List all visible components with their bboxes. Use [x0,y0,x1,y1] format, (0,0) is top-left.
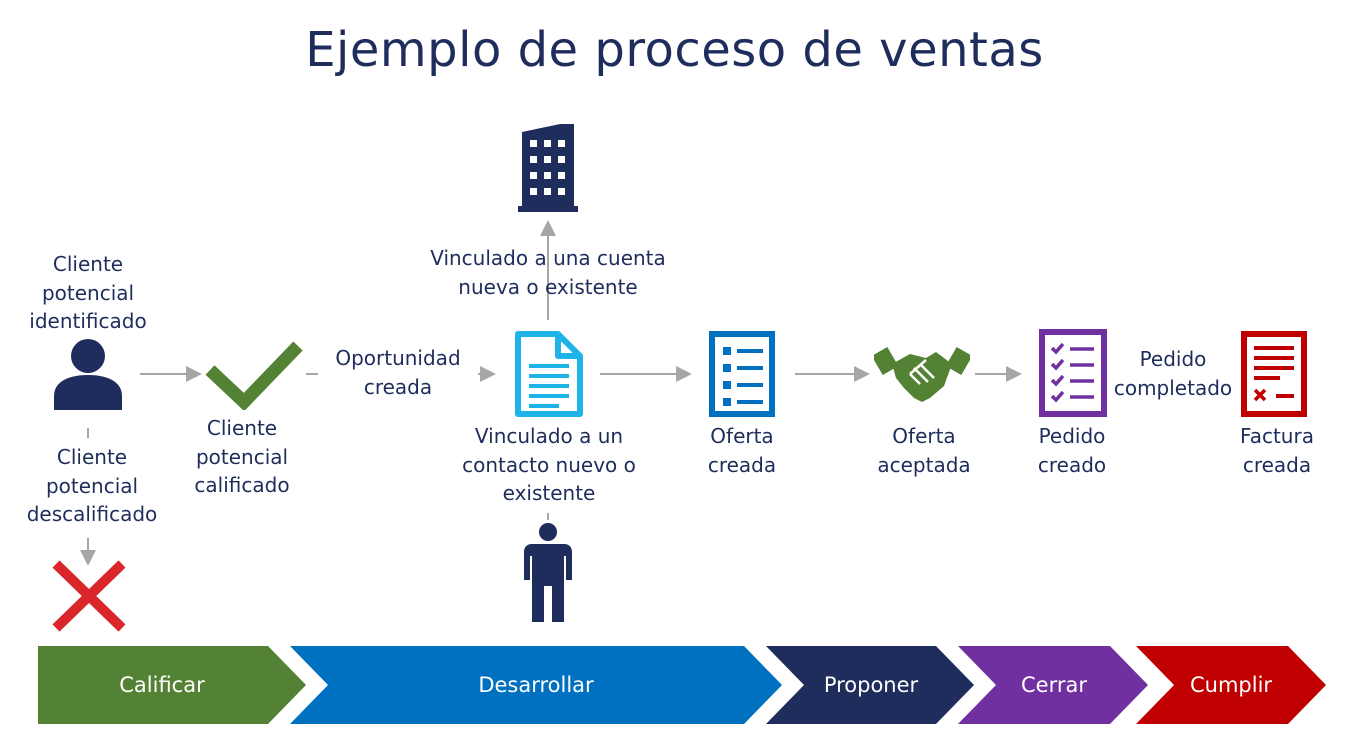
stage-label: Cumplir [1189,673,1273,697]
stage-shape [1136,646,1326,724]
invoice-icon [1241,331,1307,417]
building-icon [518,124,578,212]
order-checklist-icon [1039,329,1107,417]
stage-label: Cerrar [1021,673,1087,697]
stage-proponer: Proponer [766,646,974,724]
handshake-icon [874,346,970,402]
contact-person-icon [524,523,572,622]
quote-list-icon [709,331,775,417]
stage-cerrar: Cerrar [958,646,1148,724]
stage-label: Desarrollar [478,673,594,697]
checkmark-icon [205,341,303,410]
cross-icon [52,560,126,632]
person-icon [54,339,122,410]
stage-cumplir: Cumplir [1136,646,1326,724]
stage-shape [38,646,306,724]
document-icon [515,331,583,417]
stage-label: Calificar [119,673,205,697]
stage-shape [290,646,782,724]
stage-calificar: Calificar [38,646,306,724]
page-title: Ejemplo de proceso de ventas [305,22,1044,78]
stage-shape [958,646,1148,724]
stage-shape [766,646,974,724]
stage-desarrollar: Desarrollar [290,646,782,724]
stage-label: Proponer [823,673,919,697]
